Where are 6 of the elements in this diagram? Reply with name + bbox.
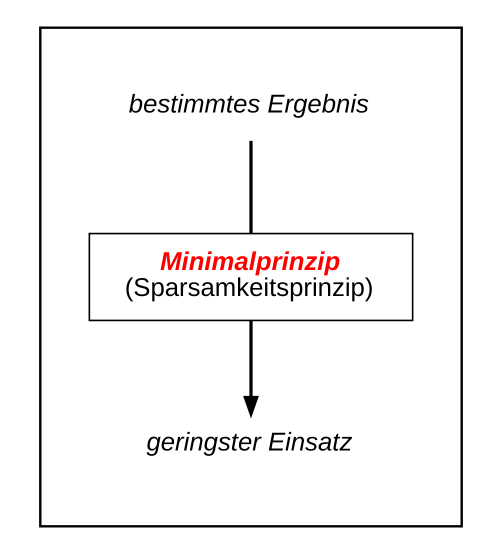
arrow xyxy=(242,320,258,418)
connector xyxy=(248,140,252,234)
cluster xyxy=(38,26,462,528)
node-text: geringster Einsatz xyxy=(146,428,352,456)
node-text: bestimmtes Ergebnis xyxy=(128,90,368,119)
node-box: Minimalprinzip (Sparsamkeitsprinzip) xyxy=(88,232,413,322)
